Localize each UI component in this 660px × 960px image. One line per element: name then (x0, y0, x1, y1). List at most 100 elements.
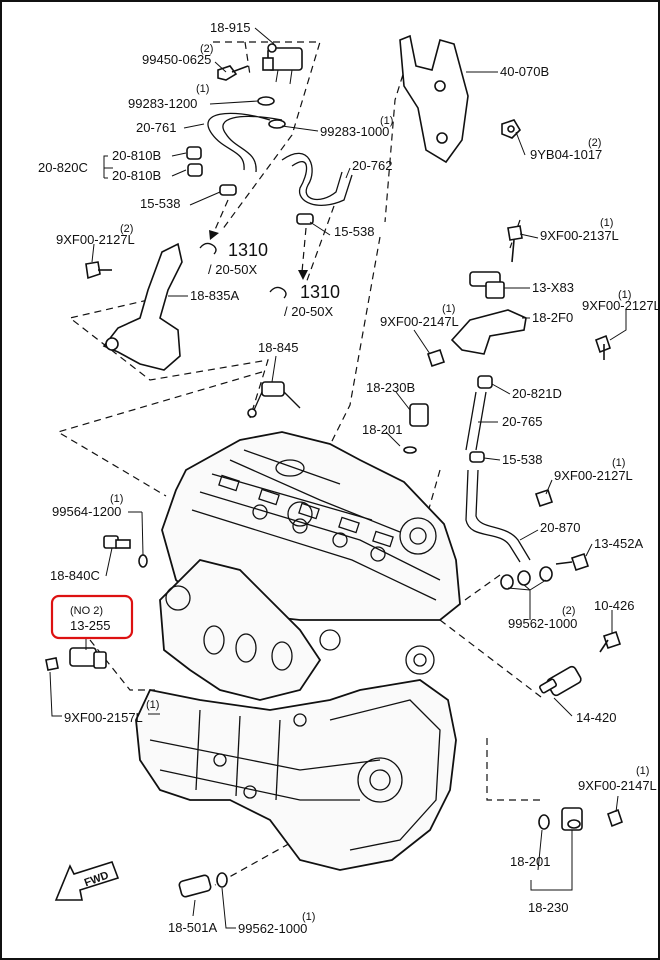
svg-text:(2): (2) (200, 43, 213, 55)
engine-block (135, 431, 461, 871)
callout-40-070B: 40-070B (500, 64, 549, 79)
svg-text:(1): (1) (110, 493, 123, 505)
fwd-arrow-icon: FWD (54, 861, 120, 901)
callout-20-810B: 20-810B (112, 168, 161, 183)
oil-pressure-sensor-part (178, 872, 228, 898)
engine-hanger-bracket-part (399, 34, 469, 164)
hose-part (281, 152, 353, 206)
crank-sensor-part (561, 807, 583, 831)
svg-text:(1): (1) (442, 303, 455, 315)
callout-20-820C: 20-820C (38, 160, 88, 175)
callout-20-765: 20-765 (502, 414, 542, 429)
hose-part (465, 391, 487, 451)
reference-arrow-icon (298, 270, 308, 280)
reference-hook-icon (269, 286, 287, 299)
callout-9XF00-2147L: 9XF00-2147L (578, 778, 657, 793)
callout-10-426: 10-426 (594, 598, 634, 613)
callout-9XF00-2157L: 9XF00-2157L (64, 710, 143, 725)
svg-text:(1): (1) (618, 289, 631, 301)
svg-text:(2): (2) (588, 137, 601, 149)
callout-20-821D: 20-821D (512, 386, 562, 401)
callout-15-538: 15-538 (334, 224, 374, 239)
sensor-bracket-part (450, 309, 527, 355)
callout-20-762: 20-762 (352, 158, 392, 173)
callout-99283-1000: 99283-1000 (320, 124, 389, 139)
highlight-box (50, 594, 134, 640)
vacuum-switch-part (262, 43, 303, 85)
callout-9XF00-2127L: 9XF00-2127L (582, 298, 660, 313)
svg-text:(2): (2) (562, 605, 575, 617)
callout-99562-1000: 99562-1000 (508, 616, 577, 631)
clamp-part (257, 96, 275, 106)
callout-13-255-note: (NO 2) (70, 605, 103, 617)
reference-arrow-icon (209, 230, 219, 240)
callout-99283-1200: 99283-1200 (128, 96, 197, 111)
callout-18-230: 18-230 (528, 900, 568, 915)
water-pipe-part (465, 469, 531, 563)
callout-18-201: 18-201 (362, 422, 402, 437)
bolt-part (607, 808, 623, 828)
temperature-sensor-part (103, 535, 148, 568)
check-valve-part (186, 146, 203, 177)
hose-clip-part (469, 451, 485, 463)
knock-sensor-part (247, 381, 301, 418)
svg-text:(1): (1) (380, 115, 393, 127)
callout-18-845: 18-845 (258, 340, 298, 355)
hose-fitting-part (477, 375, 493, 389)
o-ring-part (403, 446, 417, 454)
callout-13-452A: 13-452A (594, 536, 643, 551)
reference-1310-sub: / 20-50X (284, 304, 333, 319)
svg-text:(1): (1) (146, 699, 159, 711)
map-sensor-part (469, 225, 523, 299)
nut-part (501, 119, 522, 139)
reference-1310: 1310 (300, 282, 340, 302)
oil-control-valve-part (539, 665, 582, 697)
washer-part (500, 574, 514, 590)
callout-18-915: 18-915 (210, 20, 250, 35)
callout-15-538: 15-538 (140, 196, 180, 211)
svg-text:(1): (1) (636, 765, 649, 777)
callout-13-255: 13-255 (70, 618, 110, 633)
sensor-bracket-part (102, 242, 183, 371)
callout-14-420: 14-420 (576, 710, 616, 725)
callout-9XF00-2127L: 9XF00-2127L (56, 232, 135, 247)
bolt-part (602, 630, 622, 650)
callout-18-840C: 18-840C (50, 568, 100, 583)
callout-9XF00-2127L: 9XF00-2127L (554, 468, 633, 483)
callout-99564-1200: 99564-1200 (52, 504, 121, 519)
sensor-13-255-part (45, 647, 107, 671)
bolt-part (85, 261, 112, 280)
callout-20-761: 20-761 (136, 120, 176, 135)
callout-9YB04-1017: 9YB04-1017 (530, 147, 602, 162)
reference-hook-icon (199, 242, 217, 255)
callout-9XF00-2137L: 9XF00-2137L (540, 228, 619, 243)
bolt-part (426, 348, 446, 368)
washer-part (517, 570, 531, 586)
svg-text:(1): (1) (612, 457, 625, 469)
bolt-part (217, 65, 249, 81)
callout-9XF00-2147L: 9XF00-2147L (380, 314, 459, 329)
hose-clip-part (296, 213, 314, 225)
washer-part (539, 566, 553, 582)
callout-18-835A: 18-835A (190, 288, 239, 303)
callout-99562-1000: 99562-1000 (238, 921, 307, 936)
svg-text:(1): (1) (600, 217, 613, 229)
callout-18-501A: 18-501A (168, 920, 217, 935)
hose-clip-part (219, 184, 237, 196)
reference-1310: 1310 (228, 240, 268, 260)
svg-text:(1): (1) (302, 911, 315, 923)
bolt-part (595, 334, 611, 354)
leader-lines (49, 27, 627, 929)
clamp-part (268, 119, 286, 129)
cam-sensor-part (409, 403, 429, 427)
bolt-part (534, 488, 554, 508)
svg-text:(2): (2) (120, 223, 133, 235)
callout-13-X83: 13-X83 (532, 280, 574, 295)
reference-1310-sub: / 20-50X (208, 262, 257, 277)
callout-18-2F0: 18-2F0 (532, 310, 573, 325)
o-ring-part (538, 814, 550, 830)
svg-text:(1): (1) (196, 83, 209, 95)
callout-99450-0625: 99450-0625 (142, 52, 211, 67)
